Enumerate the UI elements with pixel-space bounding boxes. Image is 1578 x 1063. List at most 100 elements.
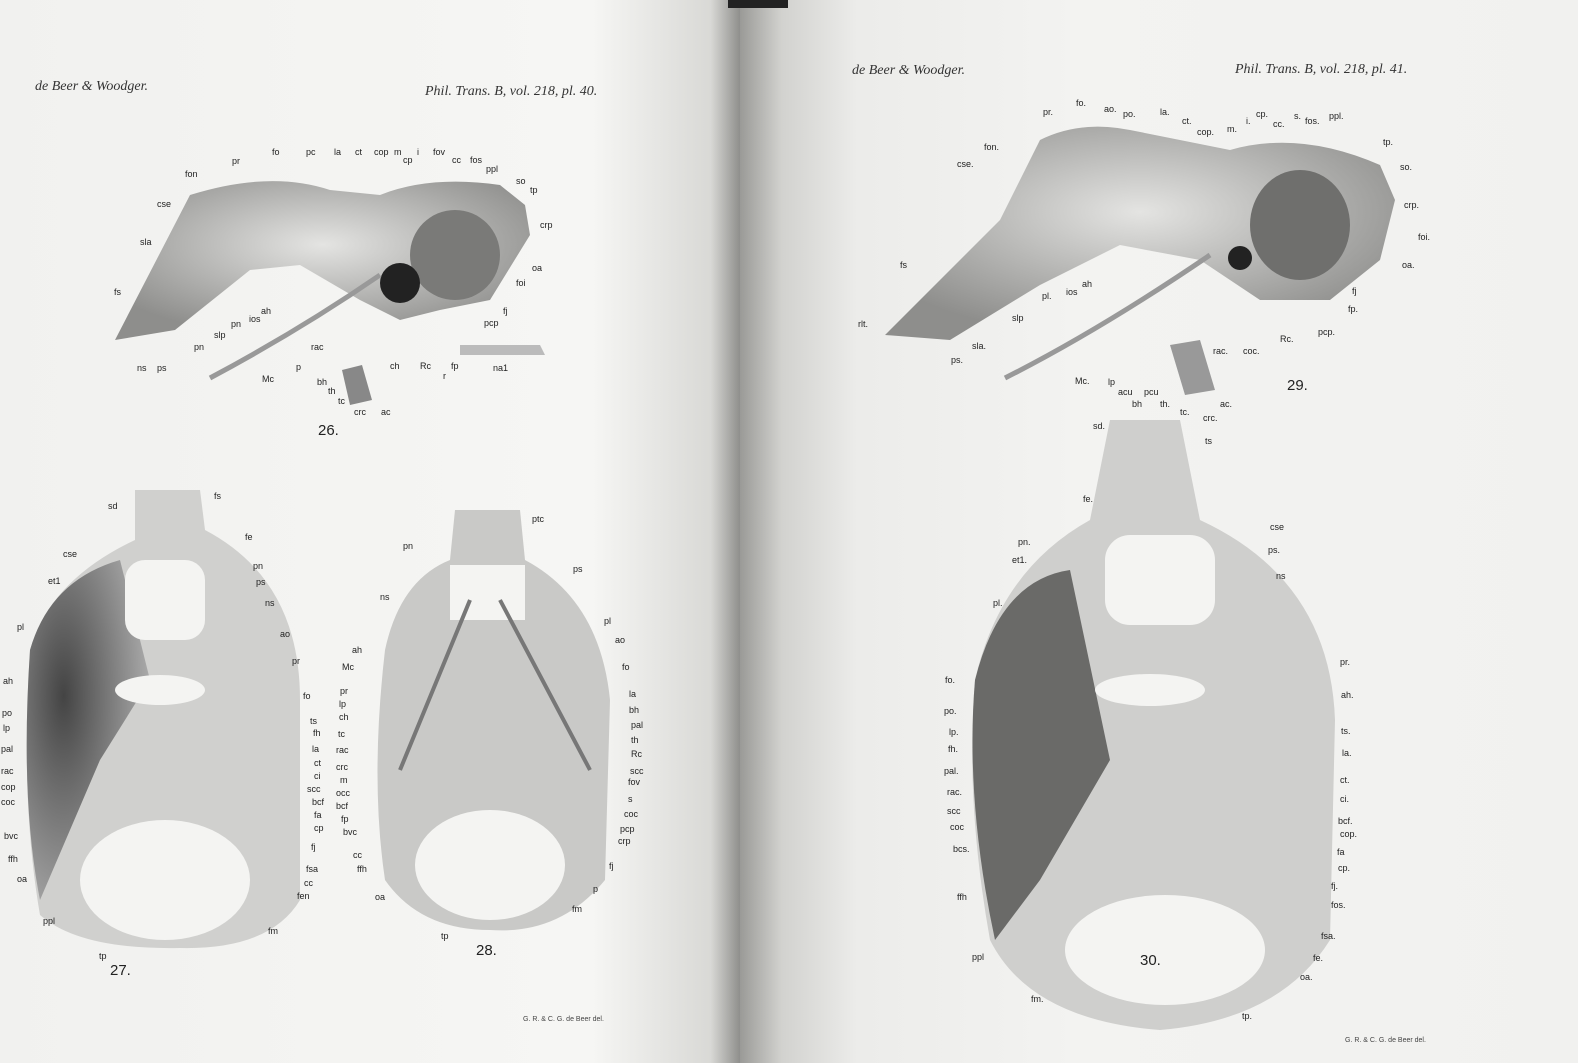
anatomical-label: ah <box>261 306 272 316</box>
anatomical-label: sd <box>108 501 118 511</box>
anatomical-label: ffh <box>957 892 967 902</box>
anatomical-label: la <box>334 147 342 157</box>
anatomical-label: crc <box>354 407 366 417</box>
anatomical-label: Mc <box>262 374 274 384</box>
anatomical-label: ptc <box>532 514 545 524</box>
figure-number: 26. <box>318 422 339 439</box>
anatomical-label: ah <box>352 645 363 655</box>
anatomical-label: fs <box>900 260 908 270</box>
anatomical-label: la <box>312 744 320 754</box>
anatomical-label: sd. <box>1093 421 1106 431</box>
anatomical-label: fo <box>303 691 311 701</box>
anatomical-label: po <box>2 708 13 718</box>
anatomical-label: pr. <box>1340 657 1351 667</box>
figure-number: 28. <box>476 942 497 959</box>
anatomical-label: cse <box>157 199 172 209</box>
anatomical-label: th <box>328 386 336 396</box>
anatomical-label: tp. <box>1383 137 1394 147</box>
anatomical-label: fo. <box>1076 98 1087 108</box>
anatomical-label: pcp <box>484 318 499 328</box>
anatomical-label: sla <box>140 237 152 247</box>
anatomical-label: oa <box>532 263 543 273</box>
anatomical-label: scc <box>947 806 961 816</box>
figure-28-drawing <box>377 510 610 931</box>
anatomical-label: ah <box>1082 279 1093 289</box>
anatomical-label: pcp <box>620 824 635 834</box>
anatomical-label: et1 <box>48 576 61 586</box>
anatomical-label: fa <box>1337 847 1345 857</box>
anatomical-label: so <box>516 176 526 186</box>
anatomical-label: ac <box>381 407 391 417</box>
anatomical-label: fh <box>313 728 321 738</box>
anatomical-label: oa <box>17 874 28 884</box>
anatomical-label: ts. <box>1341 726 1351 736</box>
anatomical-label: ppl <box>972 952 985 962</box>
anatomical-label: lp <box>1108 377 1116 387</box>
anatomical-label: bvc <box>343 827 358 837</box>
anatomical-label: ppl. <box>1329 111 1344 121</box>
anatomical-label: la <box>629 689 637 699</box>
anatomical-label: fen <box>297 891 310 901</box>
anatomical-label: fsa <box>306 864 319 874</box>
anatomical-label: fm <box>572 904 582 914</box>
anatomical-label: fp <box>451 361 459 371</box>
figure-27-drawing <box>26 490 301 949</box>
anatomical-label: oa. <box>1300 972 1313 982</box>
anatomical-label: th <box>631 735 639 745</box>
anatomical-label: fp. <box>1348 304 1359 314</box>
anatomical-label: oa <box>375 892 386 902</box>
anatomical-label: ns <box>380 592 390 602</box>
anatomical-label: ao <box>280 629 291 639</box>
figure-number: 27. <box>110 962 131 979</box>
anatomical-label: fj <box>1352 286 1357 296</box>
anatomical-label: pl. <box>993 598 1003 608</box>
left-credit: G. R. & C. G. de Beer del. <box>523 1016 604 1023</box>
anatomical-label: ac. <box>1220 399 1233 409</box>
anatomical-label: cop <box>1 782 16 792</box>
anatomical-label: pr <box>292 656 301 666</box>
anatomical-label: crp <box>540 220 553 230</box>
anatomical-label: fs <box>214 491 222 501</box>
anatomical-label: rac <box>1 766 14 776</box>
anatomical-label: ct <box>355 147 363 157</box>
anatomical-label: fm <box>268 926 278 936</box>
anatomical-label: ios <box>249 314 261 324</box>
anatomical-label: et1. <box>1012 555 1028 565</box>
anatomical-label: Rc. <box>1280 334 1294 344</box>
anatomical-label: tc <box>338 396 346 406</box>
anatomical-label: pc <box>306 147 316 157</box>
anatomical-label: i <box>417 147 419 157</box>
anatomical-label: sla. <box>972 341 987 351</box>
anatomical-label: ch <box>390 361 400 371</box>
anatomical-label: bcs. <box>953 844 970 854</box>
anatomical-label: cse. <box>957 159 974 169</box>
anatomical-label: fos. <box>1305 116 1320 126</box>
anatomical-label: coc <box>950 822 965 832</box>
anatomical-label: m. <box>1227 124 1237 134</box>
anatomical-label: pn <box>194 342 205 352</box>
anatomical-label: fov <box>433 147 446 157</box>
anatomical-label: coc <box>624 809 639 819</box>
anatomical-label: crp. <box>1404 200 1420 210</box>
anatomical-label: bcf <box>312 797 325 807</box>
anatomical-label: ct. <box>1182 116 1192 126</box>
anatomical-label: cc <box>353 850 362 860</box>
right-author-header: de Beer & Woodger. <box>852 63 966 78</box>
anatomical-label: pr. <box>1043 107 1054 117</box>
anatomical-label: pal <box>1 744 14 754</box>
anatomical-label: rac. <box>1213 346 1229 356</box>
anatomical-label: ps <box>256 577 266 587</box>
anatomical-label: pl <box>17 622 25 632</box>
anatomical-label: cop. <box>1197 127 1215 137</box>
figure-number: 30. <box>1140 952 1161 969</box>
anatomical-label: fj <box>311 842 316 852</box>
figure-29-drawing <box>885 126 1395 395</box>
anatomical-label: pcp. <box>1318 327 1336 337</box>
anatomical-label: tp. <box>1242 1011 1253 1021</box>
anatomical-label: fo. <box>945 675 956 685</box>
anatomical-label: ffh <box>357 864 367 874</box>
anatomical-label: bvc <box>4 831 19 841</box>
anatomical-label: rac <box>336 745 349 755</box>
anatomical-label: crp <box>618 836 631 846</box>
anatomical-label: fa <box>314 810 322 820</box>
